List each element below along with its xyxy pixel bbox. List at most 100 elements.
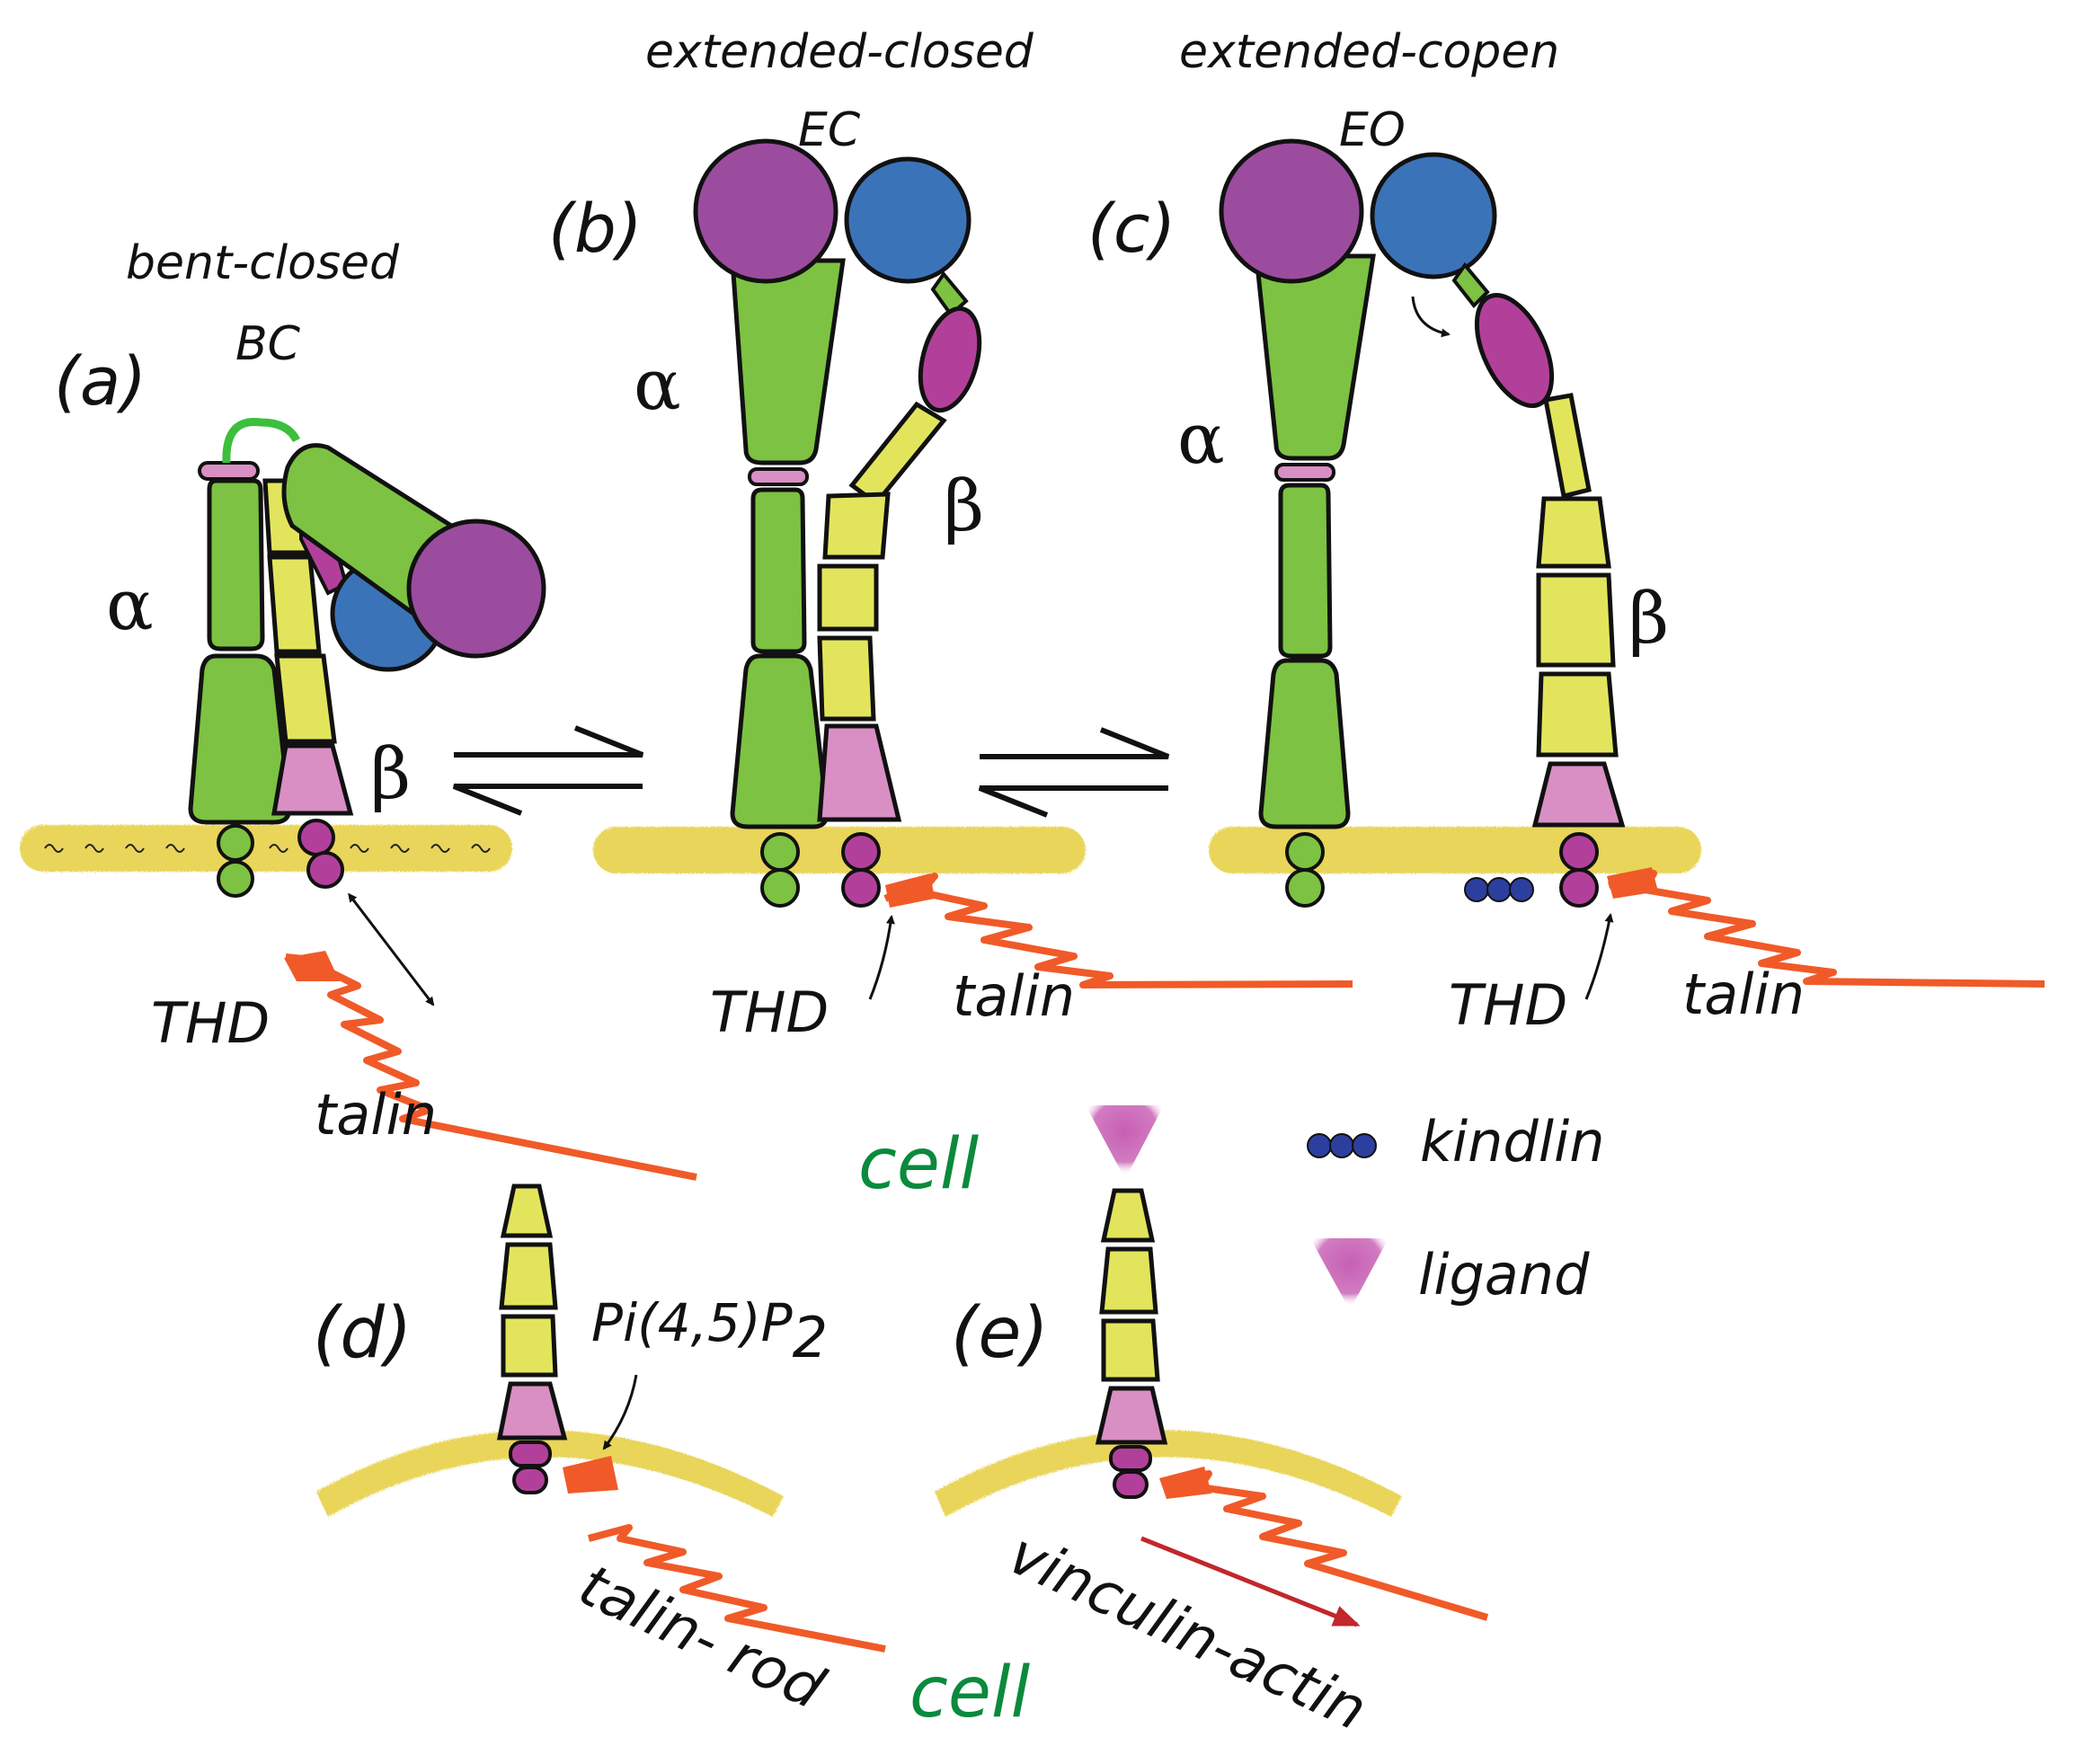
beta-hybrid-b	[918, 306, 982, 413]
thd-b	[885, 873, 935, 908]
talin-label-b: talin	[953, 963, 1075, 1029]
membrane-c	[1209, 827, 1701, 873]
alpha-tm-1-a	[217, 824, 254, 862]
alpha-tm-1-c	[1285, 832, 1325, 872]
kindlin-legend-bead-3	[1352, 1133, 1377, 1158]
lipid-label-d: Pi(4,5)P2	[591, 1292, 828, 1370]
beta-psi-b	[817, 723, 902, 822]
alpha-linker-a	[222, 418, 301, 464]
beta-head-b	[844, 156, 972, 284]
beta-label-a: β	[370, 734, 411, 815]
beta-egf-3-d	[501, 1314, 558, 1378]
panel-c: (c) extended-copen EO α β THD talin	[1087, 25, 2045, 1038]
alpha-genu-c	[1274, 463, 1335, 482]
swing-arrow-c	[1411, 296, 1451, 338]
alpha-calf-upper-b	[750, 487, 807, 654]
thd-label-b: THD	[710, 980, 829, 1045]
state-abbr-b: EC	[798, 103, 861, 157]
kindlin-bead-3-c	[1509, 877, 1534, 902]
beta-psi-upper-b	[848, 401, 947, 507]
beta-psi-a	[271, 743, 354, 816]
beta-egf-4-a	[274, 653, 337, 744]
beta-egf-2-c	[1536, 572, 1616, 668]
kindlin-bead-2-c	[1486, 877, 1512, 902]
panel-letter-a: (a)	[54, 343, 146, 421]
beta-egf-3-c	[1536, 671, 1619, 758]
thd-a	[284, 951, 340, 981]
alpha-head-c	[1219, 138, 1364, 284]
beta-egf-3-b	[817, 635, 876, 722]
beta-label-c: β	[1628, 579, 1669, 660]
ligand-legend-label: ligand	[1418, 1242, 1590, 1307]
kindlin-legend-bead-1	[1307, 1133, 1332, 1158]
beta-tm-1-d	[509, 1440, 552, 1467]
state-abbr-a: BC	[235, 317, 301, 371]
beta-head-c	[1370, 152, 1497, 279]
membrane-a	[20, 825, 512, 872]
beta-egf-1-c	[1536, 496, 1611, 569]
membrane-b	[593, 827, 1086, 873]
beta-psi-upper-c	[1543, 393, 1592, 500]
beta-linker-c	[1451, 261, 1490, 309]
equilibrium-arrows-bc	[978, 727, 1170, 818]
beta-egf-2-e	[1099, 1246, 1158, 1315]
state-name-b: extended-closed	[645, 25, 1034, 79]
talin-e	[1163, 1470, 1489, 1621]
state-name-c: extended-copen	[1179, 25, 1559, 79]
thd-d	[563, 1456, 618, 1494]
beta-hybrid-c	[1474, 292, 1555, 409]
beta-label-b: β	[944, 466, 984, 547]
beta-egf-3-a	[267, 554, 322, 654]
talin-rod-label-d: talin- rod	[569, 1552, 833, 1723]
beta-egf-1-b	[822, 492, 891, 560]
ligand-e	[1086, 1105, 1164, 1179]
kindlin-legend-label: kindlin	[1420, 1109, 1605, 1175]
cell-label-bottom: cell	[909, 1653, 1031, 1733]
alpha-genu-b	[748, 467, 809, 486]
alpha-calf-upper-a	[207, 478, 265, 652]
ligand-legend-icon	[1310, 1238, 1389, 1310]
kindlin-legend-bead-2	[1329, 1133, 1354, 1158]
beta-egf-2-b	[817, 563, 879, 632]
thd-label-a: THD	[151, 990, 270, 1056]
alpha-head-a	[406, 519, 546, 659]
beta-tm-1-b	[841, 832, 881, 872]
alpha-calf-lower-a	[188, 653, 292, 825]
alpha-tm-2-c	[1285, 868, 1325, 908]
beta-tm-2-c	[1559, 868, 1599, 908]
alpha-head-b	[693, 138, 838, 284]
panel-a: (a) bent-closed BC α β THD talin	[20, 236, 697, 1181]
talin-rod-d	[587, 1524, 886, 1653]
lipid-pointer-d	[602, 1374, 638, 1450]
alpha-calf-lower-c	[1258, 658, 1351, 829]
force-arrow-e	[1140, 1536, 1361, 1627]
beta-tm-2-a	[306, 851, 344, 889]
beta-tm-2-b	[841, 868, 881, 908]
equilibrium-arrows-ab	[452, 725, 644, 816]
thd-e	[1159, 1467, 1211, 1499]
beta-tm-1-a	[297, 819, 335, 856]
alpha-calf-lower-b	[730, 653, 830, 829]
state-abbr-c: EO	[1339, 103, 1406, 157]
beta-egf-1-e	[1100, 1188, 1156, 1243]
thd-label-c: THD	[1449, 972, 1567, 1038]
alpha-thigh-c	[1254, 253, 1376, 461]
panel-letter-e: (e)	[951, 1293, 1049, 1374]
lipid-subscript: 2	[793, 1305, 828, 1370]
beta-psi-c	[1531, 761, 1626, 828]
beta-tm-1-e	[1109, 1445, 1152, 1472]
alpha-label-b: α	[634, 345, 681, 426]
thd-c	[1607, 867, 1658, 899]
talin-c	[1607, 870, 2045, 988]
beta-psi-e	[1095, 1386, 1168, 1445]
kindlin-bead-1-c	[1464, 877, 1489, 902]
membrane-d	[316, 1430, 784, 1517]
lipid-main-text: Pi(4,5)P	[591, 1292, 793, 1353]
beta-egf-2-d	[499, 1242, 558, 1310]
panel-letter-c: (c)	[1087, 191, 1176, 268]
alpha-calf-upper-c	[1278, 483, 1333, 659]
panel-d: (d) Pi(4,5)P2 talin- rod cell	[313, 1183, 1031, 1733]
alpha-tm-2-b	[760, 868, 800, 908]
alpha-tm-2-a	[217, 860, 254, 898]
